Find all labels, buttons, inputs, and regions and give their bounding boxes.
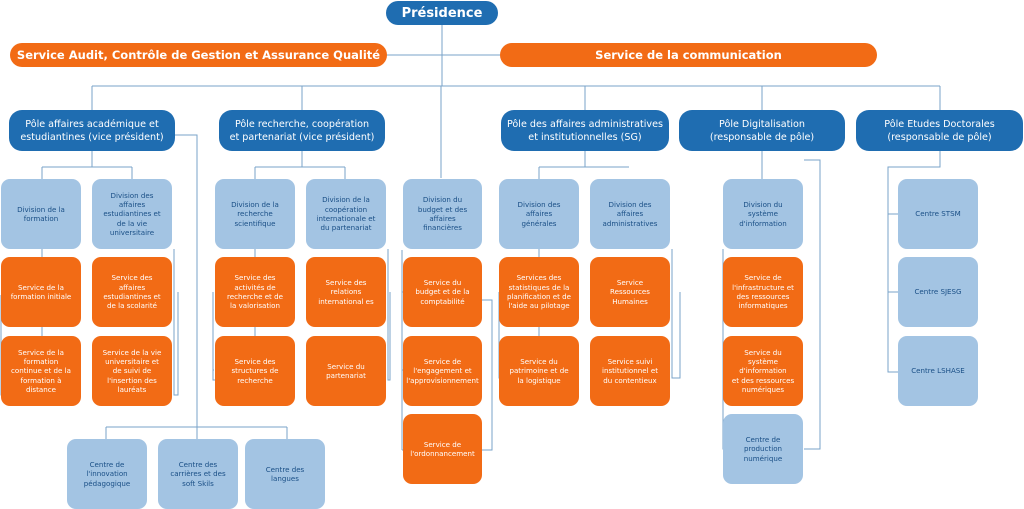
division-budget: Division du budget et des affaires finan… (403, 179, 482, 249)
division-recherche: Division de la recherche scientifique (215, 179, 295, 249)
service-suivi-institutionnel: Service suivi institutionnel et du conte… (590, 336, 670, 406)
centre-innovation: Centre de l'innovation pédagogique (67, 439, 147, 509)
service-relations-internationales: Service des relations international es (306, 257, 386, 327)
division-formation: Division de la formation (1, 179, 81, 249)
centre-carrieres: Centre des carrières et des soft Skils (158, 439, 238, 509)
audit-service-box: Service Audit, Contrôle de Gestion et As… (10, 43, 387, 67)
division-cooperation: Division de la coopération international… (306, 179, 386, 249)
pole-recherche: Pôle recherche, coopération et partenari… (219, 110, 385, 151)
division-affaires-generales: Division des affaires générales (499, 179, 579, 249)
service-systeme-information: Service du système d'information et des … (723, 336, 803, 406)
centre-sjesg: Centre SJESG (898, 257, 978, 327)
service-engagement: Service de l'engagement et l'approvision… (403, 336, 482, 406)
pole-academique: Pôle affaires académique et estudiantine… (9, 110, 175, 151)
division-affaires-administratives: Division des affaires administratives (590, 179, 670, 249)
centre-lshase: Centre LSHASE (898, 336, 978, 406)
centre-stsm: Centre STSM (898, 179, 978, 249)
pole-etudes-doctorales: Pôle Etudes Doctorales (responsable de p… (856, 110, 1023, 151)
centre-production-numerique: Centre de production numérique (723, 414, 803, 484)
service-structures-recherche: Service des structures de recherche (215, 336, 295, 406)
service-infrastructure: Service de l'infrastructure et des resso… (723, 257, 803, 327)
service-budget-comptabilite: Service du budget et de la comptabilité (403, 257, 482, 327)
service-affaires-estudiantines: Service des affaires estudiantines et de… (92, 257, 172, 327)
service-ordonnancement: Service de l'ordonnancement (403, 414, 482, 484)
centre-langues: Centre des langues (245, 439, 325, 509)
communication-service-box: Service de la communication (500, 43, 877, 67)
pole-administratif: Pôle des affaires administratives et ins… (501, 110, 669, 151)
service-formation-continue: Service de la formation continue et de l… (1, 336, 81, 406)
division-systeme-information: Division du système d'information (723, 179, 803, 249)
service-vie-universitaire: Service de la vie universitaire et de su… (92, 336, 172, 406)
service-activites-recherche: Service des activités de recherche et de… (215, 257, 295, 327)
service-ressources-humaines: Service Ressources Humaines (590, 257, 670, 327)
service-patrimoine: Service du patrimoine et de la logistiqu… (499, 336, 579, 406)
presidence-box: Présidence (386, 1, 498, 25)
division-vie-etudiante: Division des affaires estudiantines et d… (92, 179, 172, 249)
service-partenariat: Service du partenariat (306, 336, 386, 406)
service-statistiques: Services des statistiques de la planific… (499, 257, 579, 327)
pole-digitalisation: Pôle Digitalisation (responsable de pôle… (679, 110, 845, 151)
service-formation-initiale: Service de la formation initiale (1, 257, 81, 327)
